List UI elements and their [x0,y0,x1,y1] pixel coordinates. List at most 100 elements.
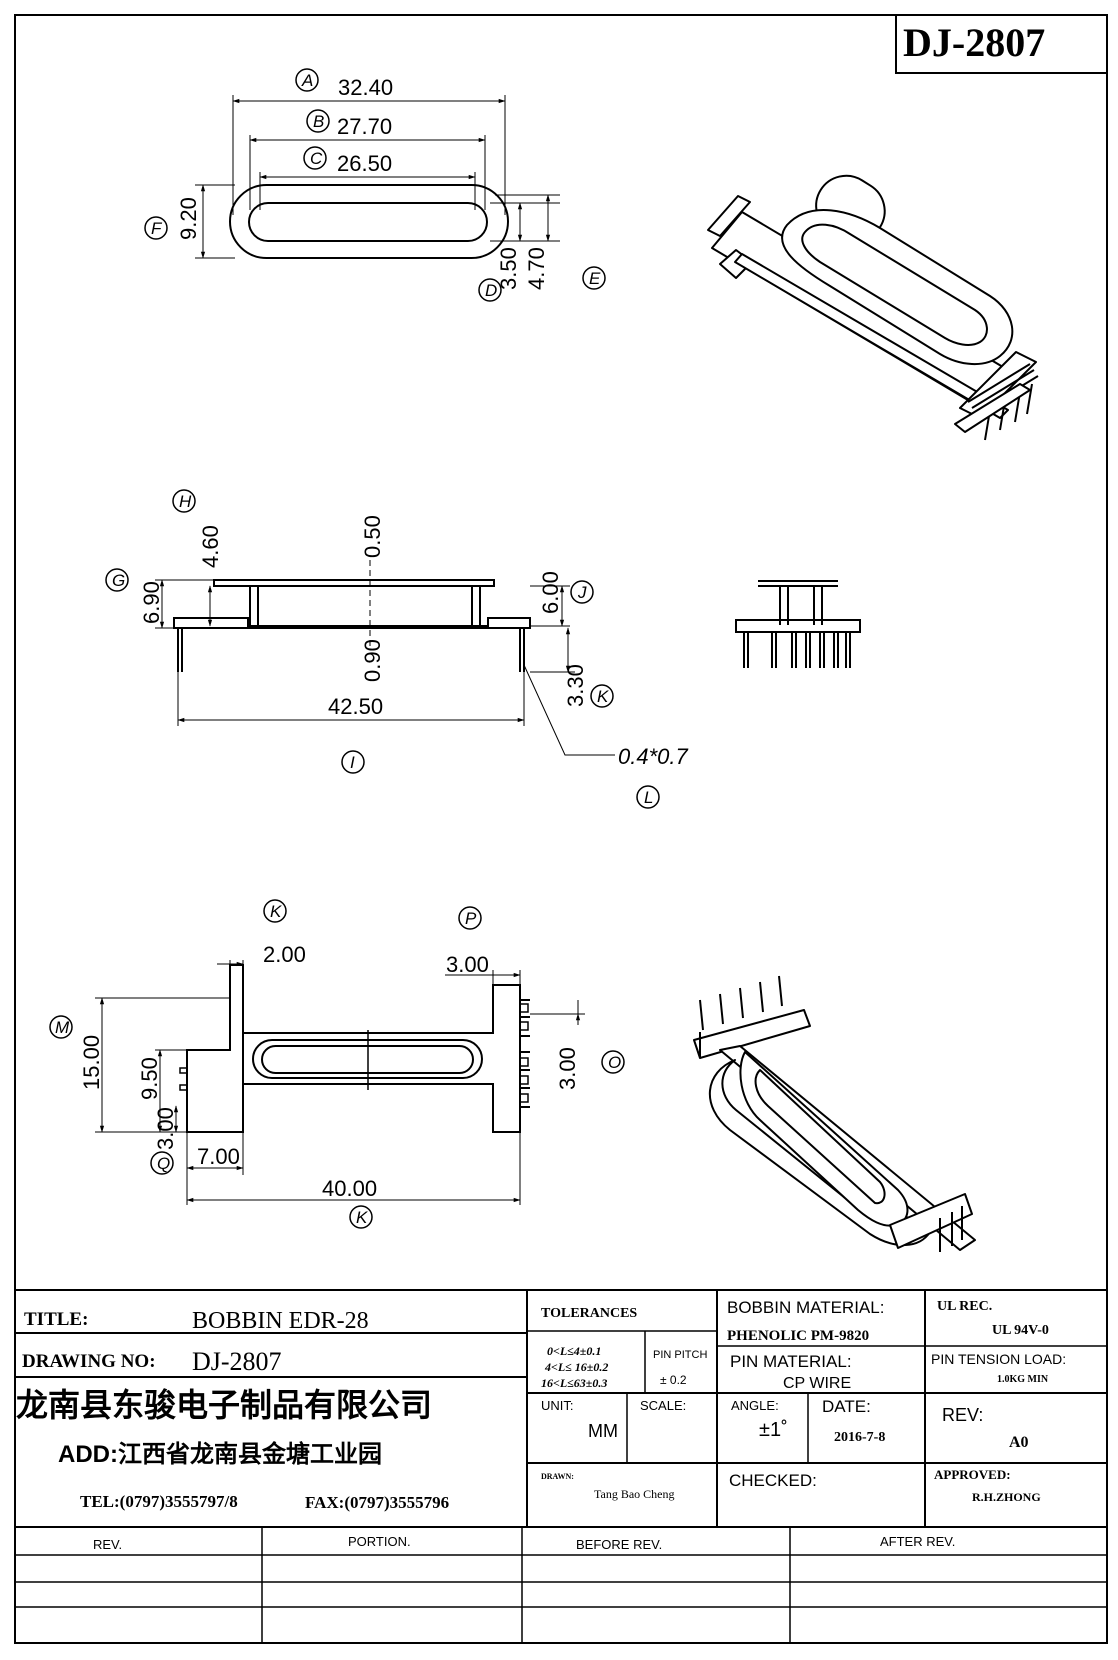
svg-text:K: K [356,1208,368,1227]
company-name: 龙南县东骏电子制品有限公司 [16,1387,432,1423]
dim-k-value: 3.30 [563,664,588,707]
approved-label: APPROVED: [934,1467,1011,1482]
tolerance-line-1: 0<L≤4±0.1 [547,1344,601,1358]
tolerances-label: TOLERANCES [541,1306,637,1321]
ul-rec-label: UL REC. [937,1299,992,1314]
svg-text:B: B [313,112,324,131]
callout-d: D [478,278,502,302]
rev-header-after: AFTER REV. [880,1534,955,1549]
unit-label: UNIT: [541,1398,574,1413]
dim-l-value: 0.4*0.7 [618,744,688,769]
dim-i-value: 42.50 [328,694,383,719]
callout-h: H [172,489,196,513]
callout-k: K [590,684,614,708]
callout-p: P [458,906,482,930]
drawing-no-value: DJ-2807 [192,1347,282,1376]
callout-g: G [105,568,129,592]
dim-k-bot-value: 40.00 [322,1176,377,1201]
callout-f: F [144,216,168,240]
svg-text:G: G [112,571,125,590]
title-label: TITLE: [24,1309,88,1330]
revision-table [15,1527,1107,1643]
date-value: 2016-7-8 [834,1430,885,1445]
pin-tension-value: 1.0KG MIN [997,1374,1049,1385]
company-address: ADD:江西省龙南县金塘工业园 [58,1440,382,1468]
checked-label: CHECKED: [729,1471,817,1490]
isometric-view-top [707,174,1039,441]
top-view-labels: 32.40 27.70 26.50 9.20 3.50 4.70 A B C F… [144,68,606,302]
title-block [15,1289,1107,1528]
dim-a-value: 32.40 [338,75,393,100]
bottom-view-labels: 2.00 3.00 15.00 9.50 3.00 3.00 7.00 40.0… [49,899,625,1229]
dim-p-value: 3.00 [446,952,489,977]
bottom-view [95,960,585,1205]
approved-value: R.H.ZHONG [972,1490,1041,1504]
svg-text:O: O [608,1053,621,1072]
pin-material-value: CP WIRE [783,1375,851,1392]
callout-e: E [582,266,606,290]
angle-value: ±1˚ [759,1419,788,1441]
dim-k-top-value: 2.00 [263,942,306,967]
dim-mid-value: 0.90 [360,639,385,682]
drawn-label: DRAWN: [541,1472,574,1481]
pin-pitch-label: PIN PITCH [653,1349,707,1361]
svg-text:C: C [310,149,323,168]
dim-e-value: 4.70 [524,247,549,290]
dim-o-value: 3.00 [555,1047,580,1090]
rev-label: REV: [942,1405,983,1425]
revision-table-headers: REV. PORTION. BEFORE REV. AFTER REV. [93,1534,955,1552]
callout-q: Q [150,1151,174,1175]
bobbin-material-label: BOBBIN MATERIAL: [727,1298,884,1317]
callout-i: I [341,750,365,774]
isometric-view-bottom [693,975,976,1252]
dim-top-value: 0.50 [360,515,385,558]
dim-b-value: 27.70 [337,114,392,139]
svg-text:Q: Q [157,1154,170,1173]
svg-text:K: K [597,687,609,706]
callout-l: L [636,785,660,809]
svg-text:K: K [270,902,282,921]
callout-k-top: K [263,899,287,923]
unit-value: MM [588,1421,618,1441]
svg-text:M: M [55,1018,70,1037]
svg-text:I: I [350,753,355,772]
dim-f-value: 9.20 [176,197,201,240]
callout-o: O [601,1050,625,1074]
dim-g-value: 6.90 [139,581,164,624]
callout-m: M [49,1015,73,1039]
tolerance-line-3: 16<L≤63±0.3 [541,1376,607,1390]
title-value: BOBBIN EDR-28 [192,1308,369,1334]
callout-a: A [295,68,319,92]
dim-left-value: 7.00 [197,1144,240,1169]
callout-k-bot: K [349,1205,373,1229]
sheet-border [14,14,1108,1644]
company-fax: FAX:(0797)3555796 [305,1493,449,1512]
callout-b: B [306,109,330,133]
dim-h-value: 4.60 [198,525,223,568]
title-block-text: TITLE: BOBBIN EDR-28 DRAWING NO: DJ-2807… [16,1298,1066,1512]
drawn-value: Tang Bao Cheng [594,1487,674,1501]
pin-pitch-value: ± 0.2 [660,1373,687,1387]
dim-c-value: 26.50 [337,151,392,176]
svg-text:A: A [301,71,313,90]
pin-material-label: PIN MATERIAL: [730,1352,852,1371]
callout-j: J [570,580,594,604]
rev-value: A0 [1009,1434,1029,1451]
bobbin-material-value: PHENOLIC PM-9820 [727,1328,869,1344]
svg-text:F: F [151,219,163,238]
scale-label: SCALE: [640,1398,686,1413]
top-view [195,95,560,259]
drawing-code-box: DJ-2807 [895,14,1108,74]
company-tel: TEL:(0797)3555797/8 [80,1492,238,1511]
callout-c: C [303,146,327,170]
pin-tension-label: PIN TENSION LOAD: [931,1351,1066,1367]
rev-header-before: BEFORE REV. [576,1537,662,1552]
dim-q-value: 3.00 [153,1107,178,1150]
ul-rec-value: UL 94V-0 [992,1323,1049,1338]
tolerance-line-2: 4<L≤ 16±0.2 [544,1360,608,1374]
side-view [155,560,615,756]
svg-text:E: E [589,269,601,288]
dim-mid-value: 9.50 [137,1057,162,1100]
side-view-labels: 4.60 0.50 6.90 6.00 0.90 3.30 42.50 0.4*… [105,489,688,809]
svg-text:D: D [485,281,497,300]
